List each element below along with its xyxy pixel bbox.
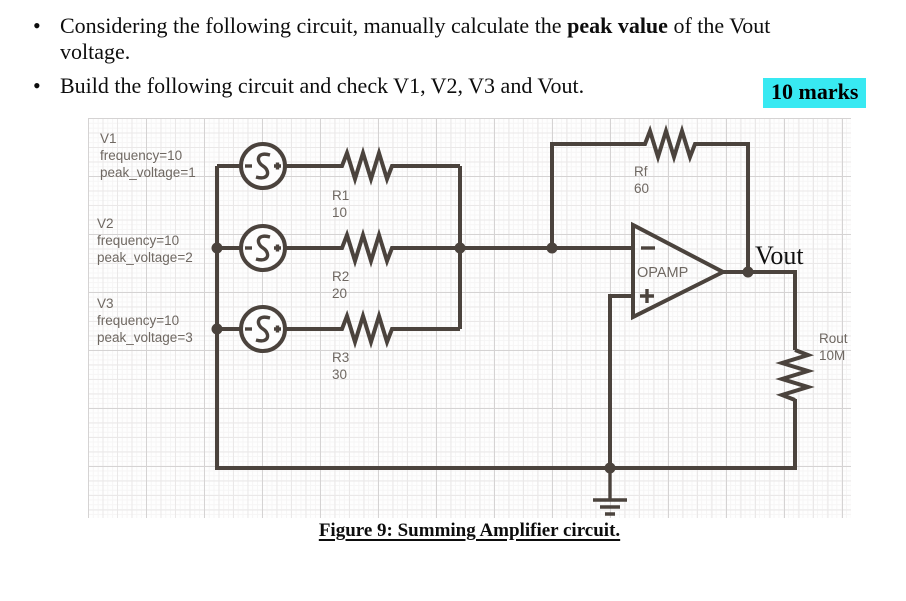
ground-icon [593, 468, 627, 516]
marks-badge: 10 marks [763, 78, 867, 108]
r2-name: R2 [332, 269, 349, 284]
v2-frequency: frequency=10 [97, 233, 179, 248]
r1-name: R1 [332, 188, 349, 203]
v3-frequency: frequency=10 [97, 313, 179, 328]
bullet-1-post: of the Vout [667, 13, 771, 38]
r3-value: 30 [332, 367, 347, 382]
v1-frequency: frequency=10 [100, 148, 182, 163]
wires [215, 124, 815, 470]
bullet-1-text: Considering the following circuit, manua… [60, 13, 770, 65]
rf-name: Rf [634, 164, 648, 179]
junction-dots [211, 242, 754, 474]
voltage-source-v1 [239, 142, 287, 190]
v2-peak-voltage: peak_voltage=2 [97, 250, 193, 265]
resistor-r2-icon [285, 228, 460, 268]
junction-dot [211, 323, 223, 335]
wire-noninverting-input [608, 294, 633, 468]
bullet-1-line-1: Considering the following circuit, manua… [60, 13, 770, 39]
plus-icon [274, 162, 281, 170]
opamp-symbol: OPAMP [631, 221, 728, 321]
junction-dot [742, 266, 754, 278]
voltage-source-v3 [239, 305, 287, 353]
junction-dot [454, 242, 466, 254]
resistor-r3-icon [285, 309, 460, 349]
sine-wave-icon [255, 152, 271, 180]
v1-name: V1 [100, 131, 117, 146]
bullet-item-1: • Considering the following circuit, man… [33, 13, 901, 65]
v2-name: V2 [97, 216, 114, 231]
noninverting-input-plus-icon [640, 289, 654, 303]
bullet-2-line-1: Build the following circuit and check V1… [60, 73, 585, 98]
v3-peak-voltage: peak_voltage=3 [97, 330, 193, 345]
rf-value: 60 [634, 181, 649, 196]
bullet-1-line-2: voltage. [60, 39, 131, 64]
bullet-icon: • [33, 73, 41, 98]
bullet-1-pre: Considering the following circuit, manua… [60, 13, 568, 38]
bullet-1-bold: peak value [567, 13, 668, 38]
junction-dot [604, 462, 616, 474]
opamp-triangle-icon [631, 221, 728, 321]
wire-output [723, 270, 797, 350]
wire-left-bus-and-ground-rail [215, 166, 797, 470]
sine-wave-icon [255, 234, 271, 262]
junction-dot [546, 242, 558, 254]
bullet-2-text: Build the following circuit and check V1… [60, 73, 584, 99]
r1-value: 10 [332, 205, 347, 220]
wire-feedback-with-rf-icon [550, 124, 750, 272]
r2-value: 20 [332, 286, 347, 301]
plus-icon [274, 244, 281, 252]
voltage-source-v2 [239, 224, 287, 272]
sine-wave-icon [255, 315, 271, 343]
opamp-label: OPAMP [637, 265, 688, 281]
resistor-rout-icon [775, 348, 815, 402]
figure-caption-row: Figure 9: Summing Amplifier circuit. [88, 520, 851, 542]
vout-label: Vout [755, 241, 804, 270]
resistor-r1-icon [285, 146, 460, 186]
r3-name: R3 [332, 350, 349, 365]
rout-value: 10M [819, 348, 845, 363]
circuit-schematic: OPAMP V1 frequency=10 peak_voltage=1 V2 … [97, 124, 848, 516]
bullet-item-2: • Build the following circuit and check … [33, 73, 901, 99]
circuit-grid-canvas: OPAMP V1 frequency=10 peak_voltage=1 V2 … [88, 118, 851, 518]
instructions: • Considering the following circuit, man… [33, 13, 901, 107]
figure-caption: Figure 9: Summing Amplifier circuit. [318, 520, 621, 541]
junction-dot [211, 242, 223, 254]
rout-name: Rout [819, 331, 848, 346]
v1-peak-voltage: peak_voltage=1 [100, 165, 196, 180]
bullet-icon: • [33, 13, 41, 38]
v3-name: V3 [97, 296, 114, 311]
plus-icon [274, 325, 281, 333]
component-labels: V1 frequency=10 peak_voltage=1 V2 freque… [97, 131, 848, 382]
